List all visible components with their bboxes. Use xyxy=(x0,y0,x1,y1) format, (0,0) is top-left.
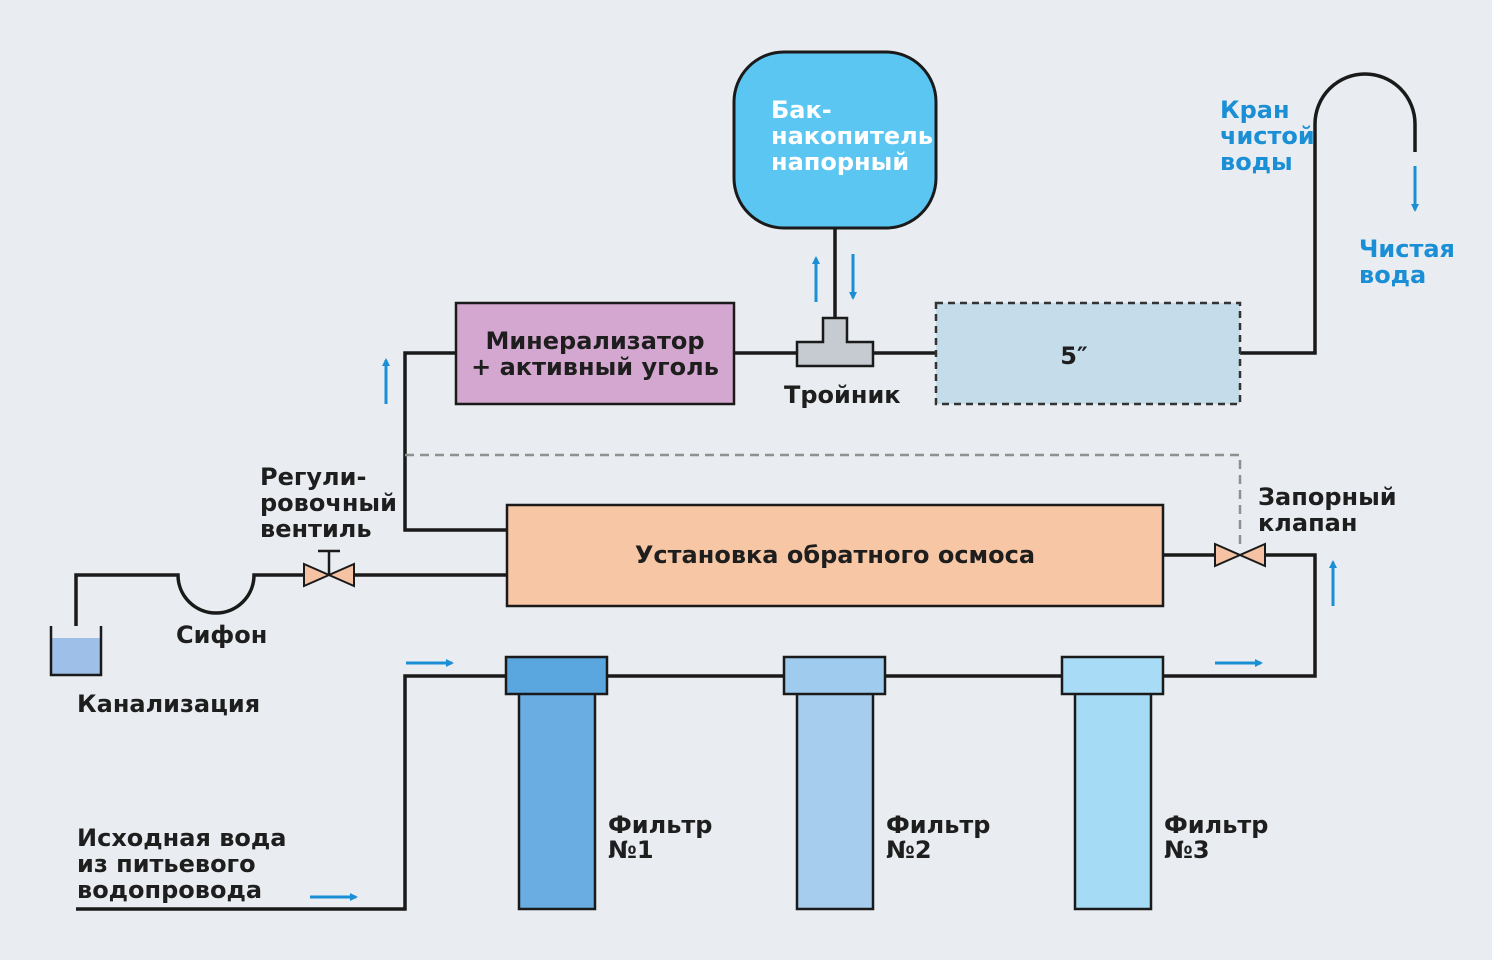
sediment-filter-5in: 5″ xyxy=(934,301,1242,406)
mineralizer: Минерализатор + активный уголь xyxy=(454,301,736,406)
drain-pipe xyxy=(74,573,507,626)
mineralizer-label-2: + активный уголь xyxy=(471,353,719,381)
tee-label: Тройник xyxy=(784,381,901,409)
faucet-label-2: чистой xyxy=(1220,122,1315,150)
source-label-2: из питьевого xyxy=(77,850,256,878)
sediment-label: 5″ xyxy=(1060,342,1088,370)
valve-label-3: вентиль xyxy=(260,515,372,543)
siphon-label: Сифон xyxy=(176,621,267,649)
mineralizer-label-1: Минерализатор xyxy=(485,327,704,355)
source-label-1: Исходная вода xyxy=(77,824,286,852)
tank-label-3: напорный xyxy=(771,148,909,176)
filter-3 xyxy=(1060,655,1165,911)
filter-3-label-2: №3 xyxy=(1164,836,1210,864)
clean-water-label-1: Чистая xyxy=(1359,235,1455,263)
ro-unit-label: Установка обратного осмоса xyxy=(635,541,1035,569)
shutoff-valve xyxy=(1214,542,1266,568)
valve-label-1: Регули- xyxy=(260,463,366,491)
faucet-label-1: Кран xyxy=(1220,96,1290,124)
tank-label-2: накопитель xyxy=(771,122,933,150)
faucet-label-3: воды xyxy=(1220,148,1293,176)
flow-arrows xyxy=(310,166,1419,901)
drain-vessel xyxy=(49,626,103,677)
clean-water-label-2: вода xyxy=(1359,261,1426,289)
filter-3-label-1: Фильтр xyxy=(1164,811,1268,839)
filter-1-label-2: №1 xyxy=(608,836,654,864)
shutoff-label-2: клапан xyxy=(1258,509,1357,537)
tee-fitting xyxy=(795,316,875,368)
ro-unit: Установка обратного осмоса xyxy=(505,503,1165,608)
tank-label-1: Бак- xyxy=(771,96,832,124)
permeate-pipe xyxy=(403,351,507,532)
control-dashed-line xyxy=(405,453,1242,548)
filter-2 xyxy=(782,655,887,911)
filter-1 xyxy=(504,655,609,911)
filter-2-label-2: №2 xyxy=(886,836,932,864)
faucet-pipe xyxy=(1240,72,1417,355)
storage-tank: Бак- накопитель напорный xyxy=(732,50,938,230)
source-label-3: водопровода xyxy=(77,876,262,904)
filter-2-label-1: Фильтр xyxy=(886,811,990,839)
shutoff-label-1: Запорный xyxy=(1258,483,1397,511)
filter-1-label-1: Фильтр xyxy=(608,811,712,839)
valve-label-2: ровочный xyxy=(260,489,397,517)
drain-label: Канализация xyxy=(77,690,260,718)
regulating-valve xyxy=(303,549,355,588)
